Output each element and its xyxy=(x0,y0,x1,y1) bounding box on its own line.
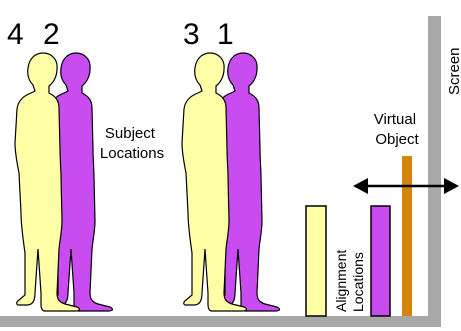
subject-number-1: 1 xyxy=(217,18,234,51)
double-arrow-icon xyxy=(353,178,459,194)
subject-locations-label: Subject Locations xyxy=(100,125,164,162)
subject-locations-line-2: Locations xyxy=(100,145,164,162)
virtual-object-label: Virtual Object xyxy=(374,111,420,148)
alignment-marker-yellow xyxy=(305,205,327,317)
screen-label: Screen xyxy=(446,47,461,95)
alignment-locations-line-1: Alignment xyxy=(333,250,349,312)
subject-number-4: 4 xyxy=(7,18,24,51)
subject-locations-line-1: Subject xyxy=(105,125,156,142)
subject-number-3: 3 xyxy=(183,18,200,51)
floor xyxy=(0,316,441,327)
alignment-marker-purple xyxy=(370,205,391,317)
virtual-object-line-1: Virtual xyxy=(374,111,416,128)
virtual-object-line-2: Object xyxy=(375,131,419,148)
virtual-object-bar xyxy=(402,156,412,316)
screen xyxy=(428,16,441,327)
alignment-locations-label: Alignment Locations xyxy=(333,246,366,312)
alignment-locations-line-2: Locations xyxy=(350,252,366,312)
subject-number-2: 2 xyxy=(43,18,60,51)
